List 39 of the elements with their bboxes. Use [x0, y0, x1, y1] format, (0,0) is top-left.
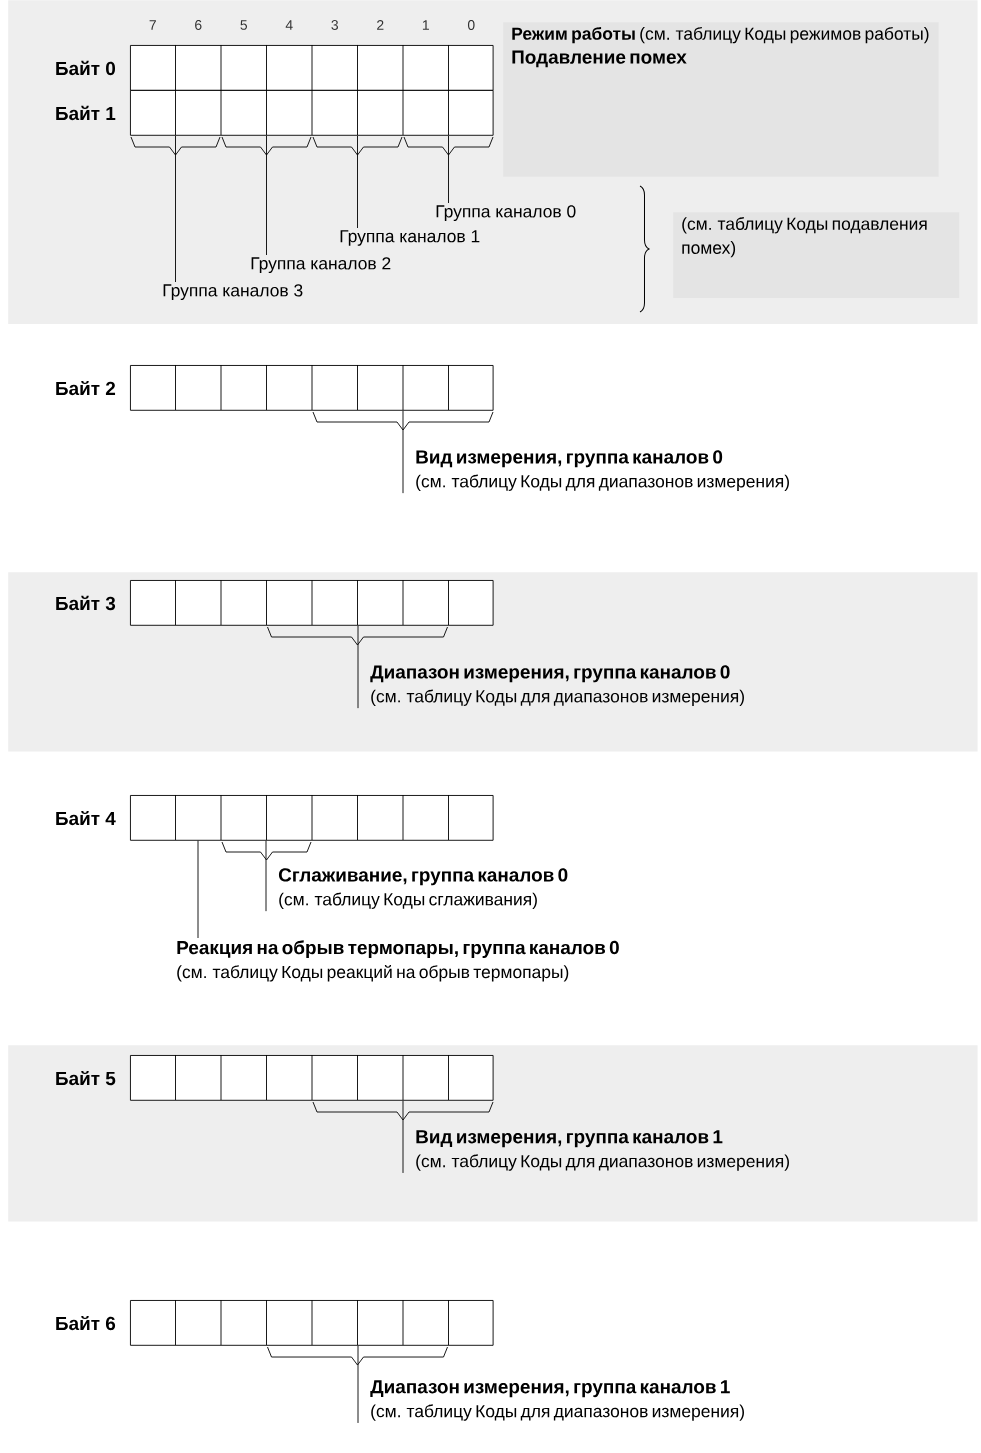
- bit-number: 0: [467, 20, 475, 30]
- byte-label: Байт 0: [56, 60, 115, 76]
- leader-line: [357, 1345, 359, 1424]
- bit-number: 5: [240, 20, 248, 30]
- group-label: Группа каналов 0: [436, 205, 576, 221]
- leader-line: [448, 135, 449, 204]
- leader-line: [357, 135, 358, 229]
- leader-line: [357, 625, 359, 709]
- leader-line: [265, 840, 267, 912]
- bit-number: 1: [422, 20, 429, 30]
- group-label: Группа каналов 2: [251, 257, 391, 273]
- bit-number: 2: [377, 20, 384, 30]
- group-label: Группа каналов 3: [163, 284, 303, 300]
- byte-label: Байт 1: [56, 105, 116, 121]
- byte-label: Байт 2: [56, 380, 116, 396]
- bit-number: 6: [195, 20, 202, 30]
- leader-line: [175, 135, 176, 283]
- description-text: Диапазон измерения, группа каналов 1 (см. таблицу Коды для диапазонов измерения): [370, 1380, 744, 1421]
- panel: [8, 572, 978, 752]
- bit-number: 7: [149, 20, 156, 30]
- leader-line: [402, 1100, 404, 1174]
- byte-label: Байт 4: [56, 810, 116, 826]
- byte-label: Байт 6: [56, 1315, 116, 1331]
- description-text: Диапазон измерения, группа каналов 0 (см. таблицу Коды для диапазонов измерения): [370, 665, 744, 706]
- description-text: Вид измерения, группа каналов 0 (см. таблицу Коды для диапазонов измерения): [416, 450, 789, 491]
- bit-number: 4: [285, 20, 293, 30]
- panel: [8, 1045, 978, 1222]
- description-text: Сглаживание, группа каналов 0 (см. таблицу Коды сглаживания): [278, 868, 568, 909]
- description-text: Реакция на обрыв термопары, группа каналов 0 (см. таблицу Коды реакций на обрыв термопары): [177, 940, 619, 982]
- group-label: Группа каналов 1: [340, 230, 480, 246]
- bit-number: 3: [331, 20, 338, 30]
- leader-line: [197, 840, 199, 939]
- leader-line: [266, 135, 267, 256]
- note-box: (см. таблицу Коды подавления помех): [673, 212, 960, 298]
- note-box: Режим работы (см. таблицу Коды режимов работы) Подавление помех: [503, 22, 939, 177]
- byte-label: Байт 3: [56, 595, 116, 611]
- byte-label: Байт 5: [56, 1070, 116, 1086]
- description-text: Вид измерения, группа каналов 1 (см. таблицу Коды для диапазонов измерения): [416, 1130, 789, 1171]
- leader-line: [402, 410, 404, 494]
